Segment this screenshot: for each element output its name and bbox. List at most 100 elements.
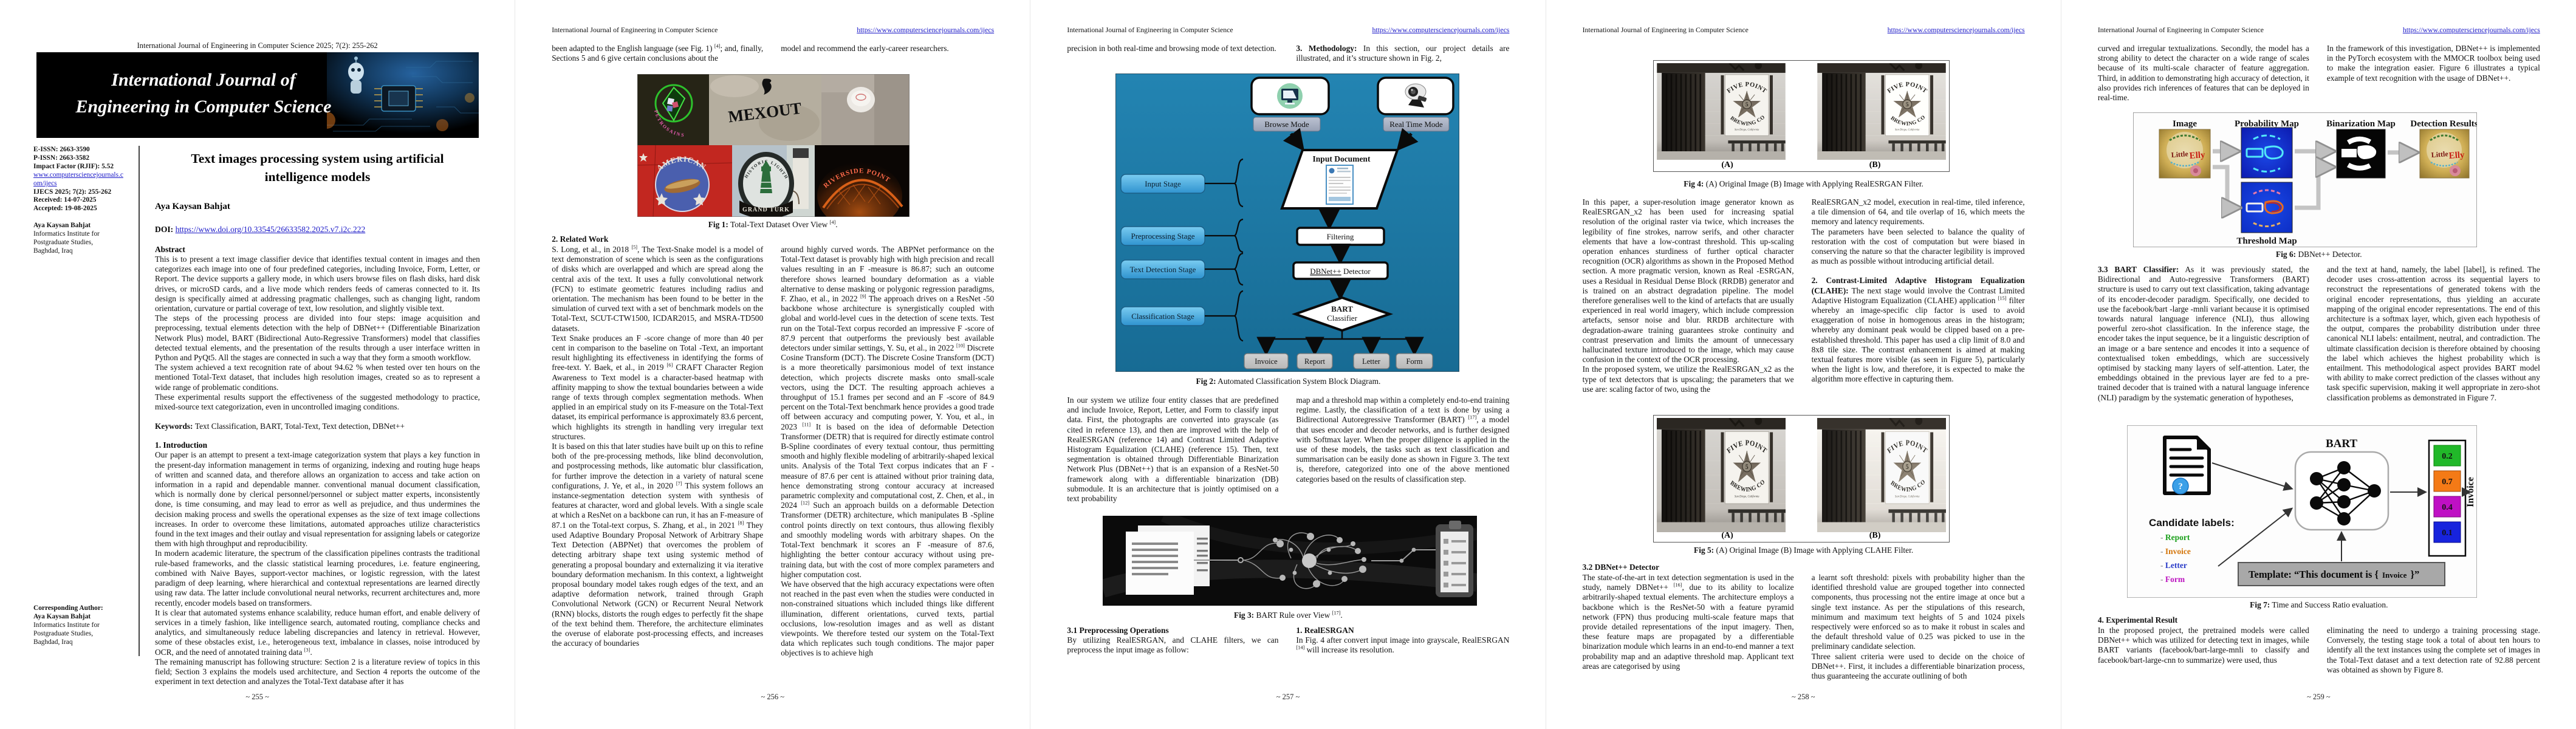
svg-text:0.1: 0.1 xyxy=(2442,529,2453,538)
corresponding-affil-1: Informatics Institute for xyxy=(33,621,100,629)
fig7-bart-diagram: ? Candidate labels: - Report - Invoice -… xyxy=(2126,425,2477,598)
svg-text:Input Document: Input Document xyxy=(1313,154,1371,163)
svg-text:Detection Results: Detection Results xyxy=(2410,119,2477,129)
page-5: International Journal of Engineering in … xyxy=(2060,0,2576,729)
fig7-caption: Fig 7: Time and Success Ratio evaluation… xyxy=(2250,600,2388,609)
svg-text:Browse Mode: Browse Mode xyxy=(1265,120,1310,129)
page-number: ~ 258 ~ xyxy=(1791,693,1815,701)
e-issn: E-ISSN: 2663-3590 xyxy=(33,146,90,153)
keywords-line: Keywords: Text Classification, BART, Tot… xyxy=(155,422,405,431)
journal-link[interactable]: www.computersciencejournals.c xyxy=(33,171,123,179)
running-header: International Journal of Engineering in … xyxy=(1582,26,1749,34)
p3-col-left-top: precision in both real-time and browsing… xyxy=(1067,44,1276,53)
svg-text:Probability Map: Probability Map xyxy=(2235,119,2299,129)
svg-text:0.2: 0.2 xyxy=(2442,452,2453,461)
fig4-photo-A xyxy=(1657,63,1786,160)
header-link[interactable]: https://www.computersciencejournals.com/… xyxy=(857,26,995,34)
robot-figure xyxy=(348,56,364,94)
fig1-total-text-collage: PETROSAINS MEXOUT xyxy=(637,74,910,217)
svg-text:- Invoice: - Invoice xyxy=(2160,547,2191,556)
running-header: International Journal of Engineering in … xyxy=(2097,26,2264,34)
accepted-date: Accepted: 19-08-2025 xyxy=(33,205,97,213)
s1-block: 1. RealESRGAN In Fig. 4 after convert in… xyxy=(1296,626,1510,655)
fig3-caption: Fig 3: BART Rule over View [17]. xyxy=(1234,610,1343,620)
fig4-photo-B xyxy=(1817,63,1946,160)
header-link[interactable]: https://www.computersciencejournals.com/… xyxy=(2402,26,2540,34)
corresponding-affil-2: Postgraduate Studies, xyxy=(33,629,94,637)
s32-heading: 3.2 DBNet++ Detector xyxy=(1582,563,1660,572)
article-main: Text images processing system using arti… xyxy=(155,149,480,686)
header-link[interactable]: https://www.computersciencejournals.com/… xyxy=(1887,26,2025,34)
s32-left: The state-of-the-art in text detection s… xyxy=(1582,573,1794,671)
abstract-text: This is to present a text image classifi… xyxy=(155,255,480,412)
p3-col-left: In our system we utilize four entity cla… xyxy=(1067,395,1279,504)
svg-text:Little: Little xyxy=(2431,149,2449,159)
fig6-dbnet-detector: Image Probability Map Binarization Map D… xyxy=(2132,112,2477,247)
fig4-image-pair: (A) (B) xyxy=(1653,60,1950,172)
svg-text:Classification Stage: Classification Stage xyxy=(1132,312,1195,321)
svg-text:Template: “This document is {I: Template: “This document is {Invoice}” xyxy=(2249,569,2419,580)
s31-block: 3.1 Preprocessing Operations By utilizin… xyxy=(1067,626,1279,655)
svg-text:Elly: Elly xyxy=(2448,150,2465,161)
article-author: Aya Kaysan Bahjat xyxy=(155,202,230,211)
svg-text:- Form: - Form xyxy=(2160,575,2185,584)
p4-col-left: In this paper, a super-resolution image … xyxy=(1582,197,1794,394)
svg-text:Form: Form xyxy=(1406,357,1423,366)
svg-text:Filtering: Filtering xyxy=(1327,232,1354,241)
fig5-photo-A xyxy=(1657,418,1786,532)
sidebar-divider xyxy=(139,146,140,656)
svg-text:Input Stage: Input Stage xyxy=(1145,179,1182,188)
page-3: International Journal of Engineering in … xyxy=(1030,0,1546,729)
svg-text:Report: Report xyxy=(1304,357,1326,366)
svg-text:0.4: 0.4 xyxy=(2442,503,2453,512)
p2-col-left: S. Long, et al., in 2018 [5], The Text-S… xyxy=(552,244,764,648)
fig2-caption: Fig 2: Automated Classification System B… xyxy=(1196,377,1381,386)
svg-text:Candidate labels:: Candidate labels: xyxy=(2149,517,2235,529)
journal-banner: International Journal of Engineering in … xyxy=(36,52,479,138)
page1-header: International Journal of Engineering in … xyxy=(137,41,378,50)
svg-text:BART: BART xyxy=(1332,304,1354,313)
p5-col-left-top: curved and irregular textualizations. Se… xyxy=(2097,44,2309,103)
header-link[interactable]: https://www.computersciencejournals.com/… xyxy=(1372,26,1510,34)
sidebar-affil-1: Informatics Institute for xyxy=(33,230,100,238)
running-header: International Journal of Engineering in … xyxy=(552,26,718,34)
banner-title: International Journal of Engineering in … xyxy=(75,70,332,117)
svg-text:Invoice: Invoice xyxy=(2465,477,2476,507)
issue-info: IJECS 2025; 7(2): 255-262 xyxy=(33,188,112,196)
p3-col-right: map and a threshold map within a complet… xyxy=(1296,395,1510,484)
s33-right: and the text at hand, namely, the label … xyxy=(2326,265,2540,402)
article-title: Text images processing system using arti… xyxy=(191,151,444,184)
fig5-image-pair: (A) (B) xyxy=(1653,415,1950,542)
document-icon: ? xyxy=(2162,436,2211,495)
svg-text:Binarization Map: Binarization Map xyxy=(2326,119,2396,129)
page-1: International Journal of Engineering in … xyxy=(0,0,515,729)
page-number: ~ 259 ~ xyxy=(2307,693,2331,701)
svg-text:Elly: Elly xyxy=(2189,150,2205,161)
related-work-heading: 2. Related Work xyxy=(552,234,609,244)
svg-text:GRAND TURK: GRAND TURK xyxy=(742,207,790,213)
p2-col-right: around highly curved words. The ABPNet p… xyxy=(781,245,995,658)
introduction-text: Our paper is an attempt to present a tex… xyxy=(155,450,480,686)
svg-text:Preprocessing Stage: Preprocessing Stage xyxy=(1131,231,1195,241)
svg-text:Little: Little xyxy=(2171,149,2189,159)
journal-link-2[interactable]: om/ijecs xyxy=(33,179,57,187)
impact-factor: Impact Factor (RJIF): 5.52 xyxy=(33,162,114,170)
doi-link[interactable]: https://www.doi.org/10.33545/26633582.20… xyxy=(175,225,366,234)
fig3-bart-overview xyxy=(1103,516,1478,606)
p5-col-right-top: In the framework of this investigation, … xyxy=(2326,44,2540,83)
p-issn: P-ISSN: 2663-3582 xyxy=(33,154,90,162)
fig2-block-diagram: Browse Mode Real Time Mode Input Documen… xyxy=(1115,74,1460,372)
s4-heading: 4. Experimental Result xyxy=(2097,615,2178,625)
svg-text:0.7: 0.7 xyxy=(2442,477,2453,487)
running-header: International Journal of Engineering in … xyxy=(1067,26,1233,34)
sidebar: E-ISSN: 2663-3590 P-ISSN: 2663-3582 Impa… xyxy=(33,146,135,256)
s4-right: eliminating the need to undergo a traini… xyxy=(2326,626,2540,674)
svg-text:Image: Image xyxy=(2173,119,2197,129)
svg-text:BART: BART xyxy=(2326,437,2357,450)
svg-text:Invoice: Invoice xyxy=(1255,357,1278,366)
sidebar-affil-2: Postgraduate Studies, xyxy=(33,239,94,247)
p2-col-right-top: model and recommend the early-career res… xyxy=(781,44,949,53)
fig4-caption: Fig 4: (A) Original Image (B) Image with… xyxy=(1684,179,1923,188)
fig5-caption: Fig 5: (A) Original Image (B) Image with… xyxy=(1694,546,1914,555)
